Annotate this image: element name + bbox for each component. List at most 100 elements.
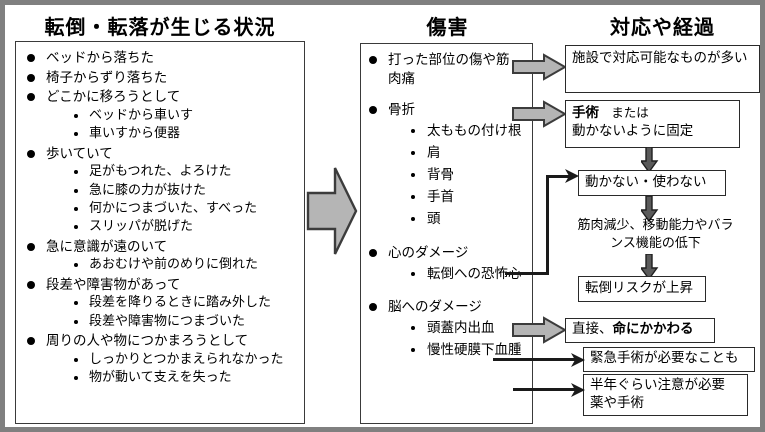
sub-list-item-label: 転倒への恐怖心 bbox=[427, 266, 522, 282]
sub-bullet-icon bbox=[74, 113, 78, 118]
box-life-threatening-prefix: 直接、 bbox=[572, 321, 613, 337]
sub-list-item: ベッドから車いす bbox=[69, 107, 297, 125]
list-item: 周りの人や物につかまろうとして しっかりとつかまえられなかった 物が動いて支えを… bbox=[25, 332, 297, 387]
sub-bullet-icon bbox=[411, 173, 415, 177]
sub-list: 転倒への恐怖心 bbox=[388, 263, 533, 285]
box-facility-care-label: 施設で対応可能なものが多い bbox=[572, 50, 748, 66]
sub-list-item-label: 肩 bbox=[427, 145, 441, 161]
sub-bullet-icon bbox=[74, 225, 78, 230]
panel-injury bbox=[360, 43, 533, 424]
sub-list: 段差を降りるときに踏み外した 段差や障害物につまづいた bbox=[46, 294, 297, 331]
box-emergency-surgery: 緊急手術が必要なことも bbox=[583, 347, 755, 372]
sub-bullet-icon bbox=[411, 272, 415, 276]
bullet-icon bbox=[27, 337, 35, 346]
list-item: 骨折 太ももの付け根 肩 背骨 手首 頭 bbox=[367, 101, 533, 230]
sub-list: 足がもつれた、よろけた 急に膝の力が抜けた 何かにつまづいた、すべった スリッパ… bbox=[46, 163, 297, 237]
sub-list-item: 肩 bbox=[407, 142, 533, 164]
arrow-brain-to-life-icon bbox=[512, 316, 567, 344]
sub-list-item: 頭蓋内出血 bbox=[407, 317, 533, 339]
bullet-icon bbox=[27, 149, 35, 158]
sub-list-item: 段差を降りるときに踏み外した bbox=[69, 294, 297, 312]
list-item-label: 段差や障害物があって bbox=[46, 276, 181, 293]
list-item-label: 周りの人や物につかまろうとして bbox=[46, 333, 249, 350]
sub-list: 太ももの付け根 肩 背骨 手首 頭 bbox=[388, 120, 533, 230]
bullet-icon bbox=[369, 249, 377, 257]
sub-bullet-icon bbox=[74, 132, 78, 137]
sub-bullet-icon bbox=[411, 151, 415, 155]
sub-bullet-icon bbox=[411, 217, 415, 221]
list-item-label: 急に意識が遠のいて bbox=[46, 238, 168, 255]
bullet-icon bbox=[27, 73, 35, 82]
sub-list-item-label: 急に膝の力が抜けた bbox=[89, 182, 207, 198]
loop-line-vertical bbox=[546, 175, 549, 274]
text-muscle-decline: 筋肉減少、移動能力やバランス機能の低下 bbox=[573, 217, 738, 253]
sub-list-item-label: 足がもつれた、よろけた bbox=[89, 164, 232, 180]
sub-list-item: 背骨 bbox=[407, 164, 533, 186]
box-fall-risk: 転倒リスクが上昇 bbox=[578, 276, 706, 302]
sub-bullet-icon bbox=[74, 319, 78, 324]
sub-list-item: 段差や障害物につまづいた bbox=[69, 313, 297, 331]
bullet-icon bbox=[369, 106, 377, 114]
loop-line-top bbox=[546, 175, 572, 178]
sub-list-item: しっかりとつかまえられなかった bbox=[69, 351, 297, 369]
sub-list-item-label: 背骨 bbox=[427, 167, 454, 183]
list-item: 脳へのダメージ 頭蓋内出血 慢性硬膜下血腫 bbox=[367, 298, 533, 361]
box-immobile: 動かない・使わない bbox=[578, 170, 726, 196]
arrowhead-loop-to-immobile-icon bbox=[565, 169, 579, 183]
sub-list: あおむけや前のめりに倒れた bbox=[46, 256, 297, 274]
sub-list-item-label: 頭 bbox=[427, 211, 441, 227]
bullet-icon bbox=[27, 280, 35, 289]
situations-list: ベッドから落ちた 椅子からずり落ちた どこかに移ろうとして ベッドから車いす 車… bbox=[25, 49, 297, 389]
sub-bullet-icon bbox=[411, 326, 415, 330]
sub-list-item-label: 車いすから便器 bbox=[89, 126, 181, 142]
sub-list-item-label: 段差を降りるときに踏み外した bbox=[89, 295, 272, 311]
bullet-icon bbox=[27, 93, 35, 102]
sub-list-item-label: しっかりとつかまえられなかった bbox=[89, 351, 284, 367]
list-item: どこかに移ろうとして ベッドから車いす 車いすから便器 bbox=[25, 88, 297, 143]
list-item-label: 椅子からずり落ちた bbox=[46, 69, 168, 86]
bullet-icon bbox=[369, 303, 377, 311]
arrow-down-immobile-to-decline-icon bbox=[641, 196, 659, 222]
bullet-icon bbox=[27, 54, 35, 62]
box-life-threatening: 直接、命にかかわる bbox=[565, 318, 715, 343]
sub-list-item: 頭 bbox=[407, 208, 533, 230]
sub-list: ベッドから車いす 車いすから便器 bbox=[46, 107, 297, 144]
sub-list-item-label: 太ももの付け根 bbox=[427, 123, 522, 139]
connector-chronic bbox=[513, 388, 577, 391]
list-item-label: 脳へのダメージ bbox=[388, 299, 482, 315]
sub-bullet-icon bbox=[74, 170, 78, 175]
sub-list-item-label: 慢性硬膜下血腫 bbox=[427, 342, 522, 358]
big-arrow-right-icon bbox=[306, 167, 358, 255]
sub-list-item: 転倒への恐怖心 bbox=[407, 263, 533, 285]
sub-list-item: 太ももの付け根 bbox=[407, 120, 533, 142]
sub-list-item-label: 何かにつまづいた、すべった bbox=[89, 201, 258, 216]
list-item-label: どこかに移ろうとして bbox=[46, 89, 181, 106]
arrow-down-decline-to-risk-icon bbox=[641, 254, 659, 280]
sub-bullet-icon bbox=[74, 188, 78, 193]
arrow-injury-to-facility-icon bbox=[512, 53, 567, 81]
column-title-situations: 転倒・転落が生じる状況 bbox=[44, 15, 276, 39]
box-chronic-line2-label: 薬や手術 bbox=[590, 395, 644, 411]
bullet-icon bbox=[369, 56, 377, 64]
text-muscle-decline-label: 筋肉減少、移動能力やバランス機能の低下 bbox=[577, 218, 734, 251]
sub-list-item: 急に膝の力が抜けた bbox=[69, 182, 297, 200]
arrow-fracture-to-surgery-icon bbox=[512, 100, 567, 128]
sub-list-item: 慢性硬膜下血腫 bbox=[407, 339, 533, 361]
box-chronic-followup: 半年ぐらい注意が必要 薬や手術 bbox=[583, 374, 748, 416]
sub-list-item: 物が動いて支えを失った bbox=[69, 369, 297, 387]
column-title-injury: 傷害 bbox=[426, 15, 469, 39]
sub-bullet-icon bbox=[411, 129, 415, 133]
list-item: 歩いていて 足がもつれた、よろけた 急に膝の力が抜けた 何かにつまづいた、すべっ… bbox=[25, 145, 297, 237]
arrowhead-chronic-icon bbox=[571, 383, 585, 397]
sub-list-item: 手首 bbox=[407, 186, 533, 208]
sub-list-item: 足がもつれた、よろけた bbox=[69, 163, 297, 181]
list-item: 段差や障害物があって 段差を降りるときに踏み外した 段差や障害物につまづいた bbox=[25, 276, 297, 331]
box-surgery: 手術 または 動かないように固定 bbox=[565, 100, 740, 148]
box-immobile-label: 動かない・使わない bbox=[585, 174, 707, 190]
box-fall-risk-label: 転倒リスクが上昇 bbox=[585, 280, 693, 296]
loop-line-bottom bbox=[505, 272, 549, 275]
sub-bullet-icon bbox=[74, 301, 78, 306]
box-emergency-surgery-label: 緊急手術が必要なことも bbox=[590, 350, 739, 366]
sub-list-item-label: スリッパが脱げた bbox=[89, 219, 194, 235]
